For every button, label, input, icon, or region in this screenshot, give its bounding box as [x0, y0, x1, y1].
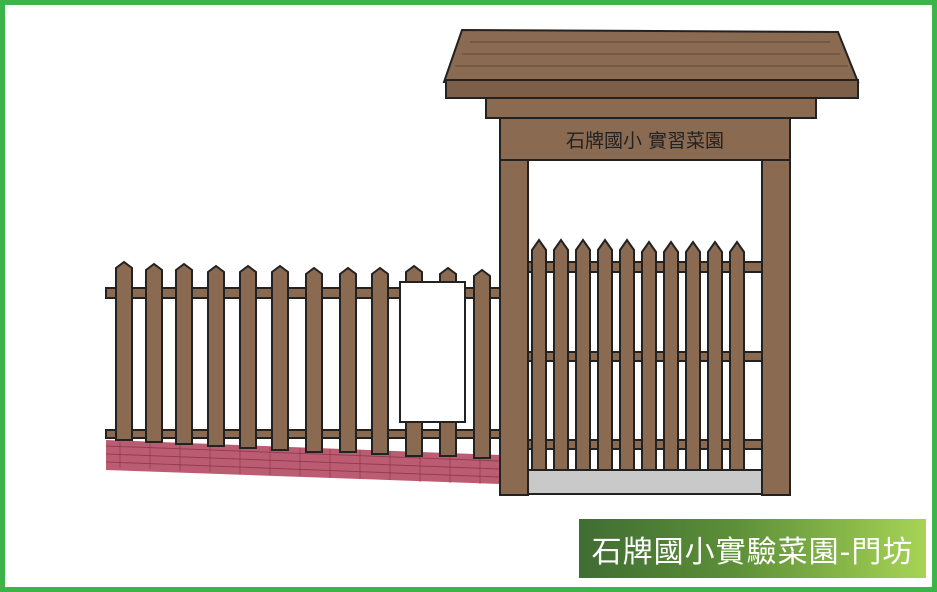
gate-sign-text: 石牌國小 實習菜園: [566, 130, 724, 152]
gate-lintel: [499, 117, 791, 161]
caption-banner: 石牌國小實驗菜園-門坊: [579, 519, 926, 578]
gate-base: [499, 469, 791, 495]
brick-path: [105, 440, 501, 484]
gate-posts: [499, 114, 791, 496]
gate-roof: [442, 28, 860, 119]
gate-palisade: [527, 238, 763, 471]
blank-sign-board: [399, 281, 466, 423]
